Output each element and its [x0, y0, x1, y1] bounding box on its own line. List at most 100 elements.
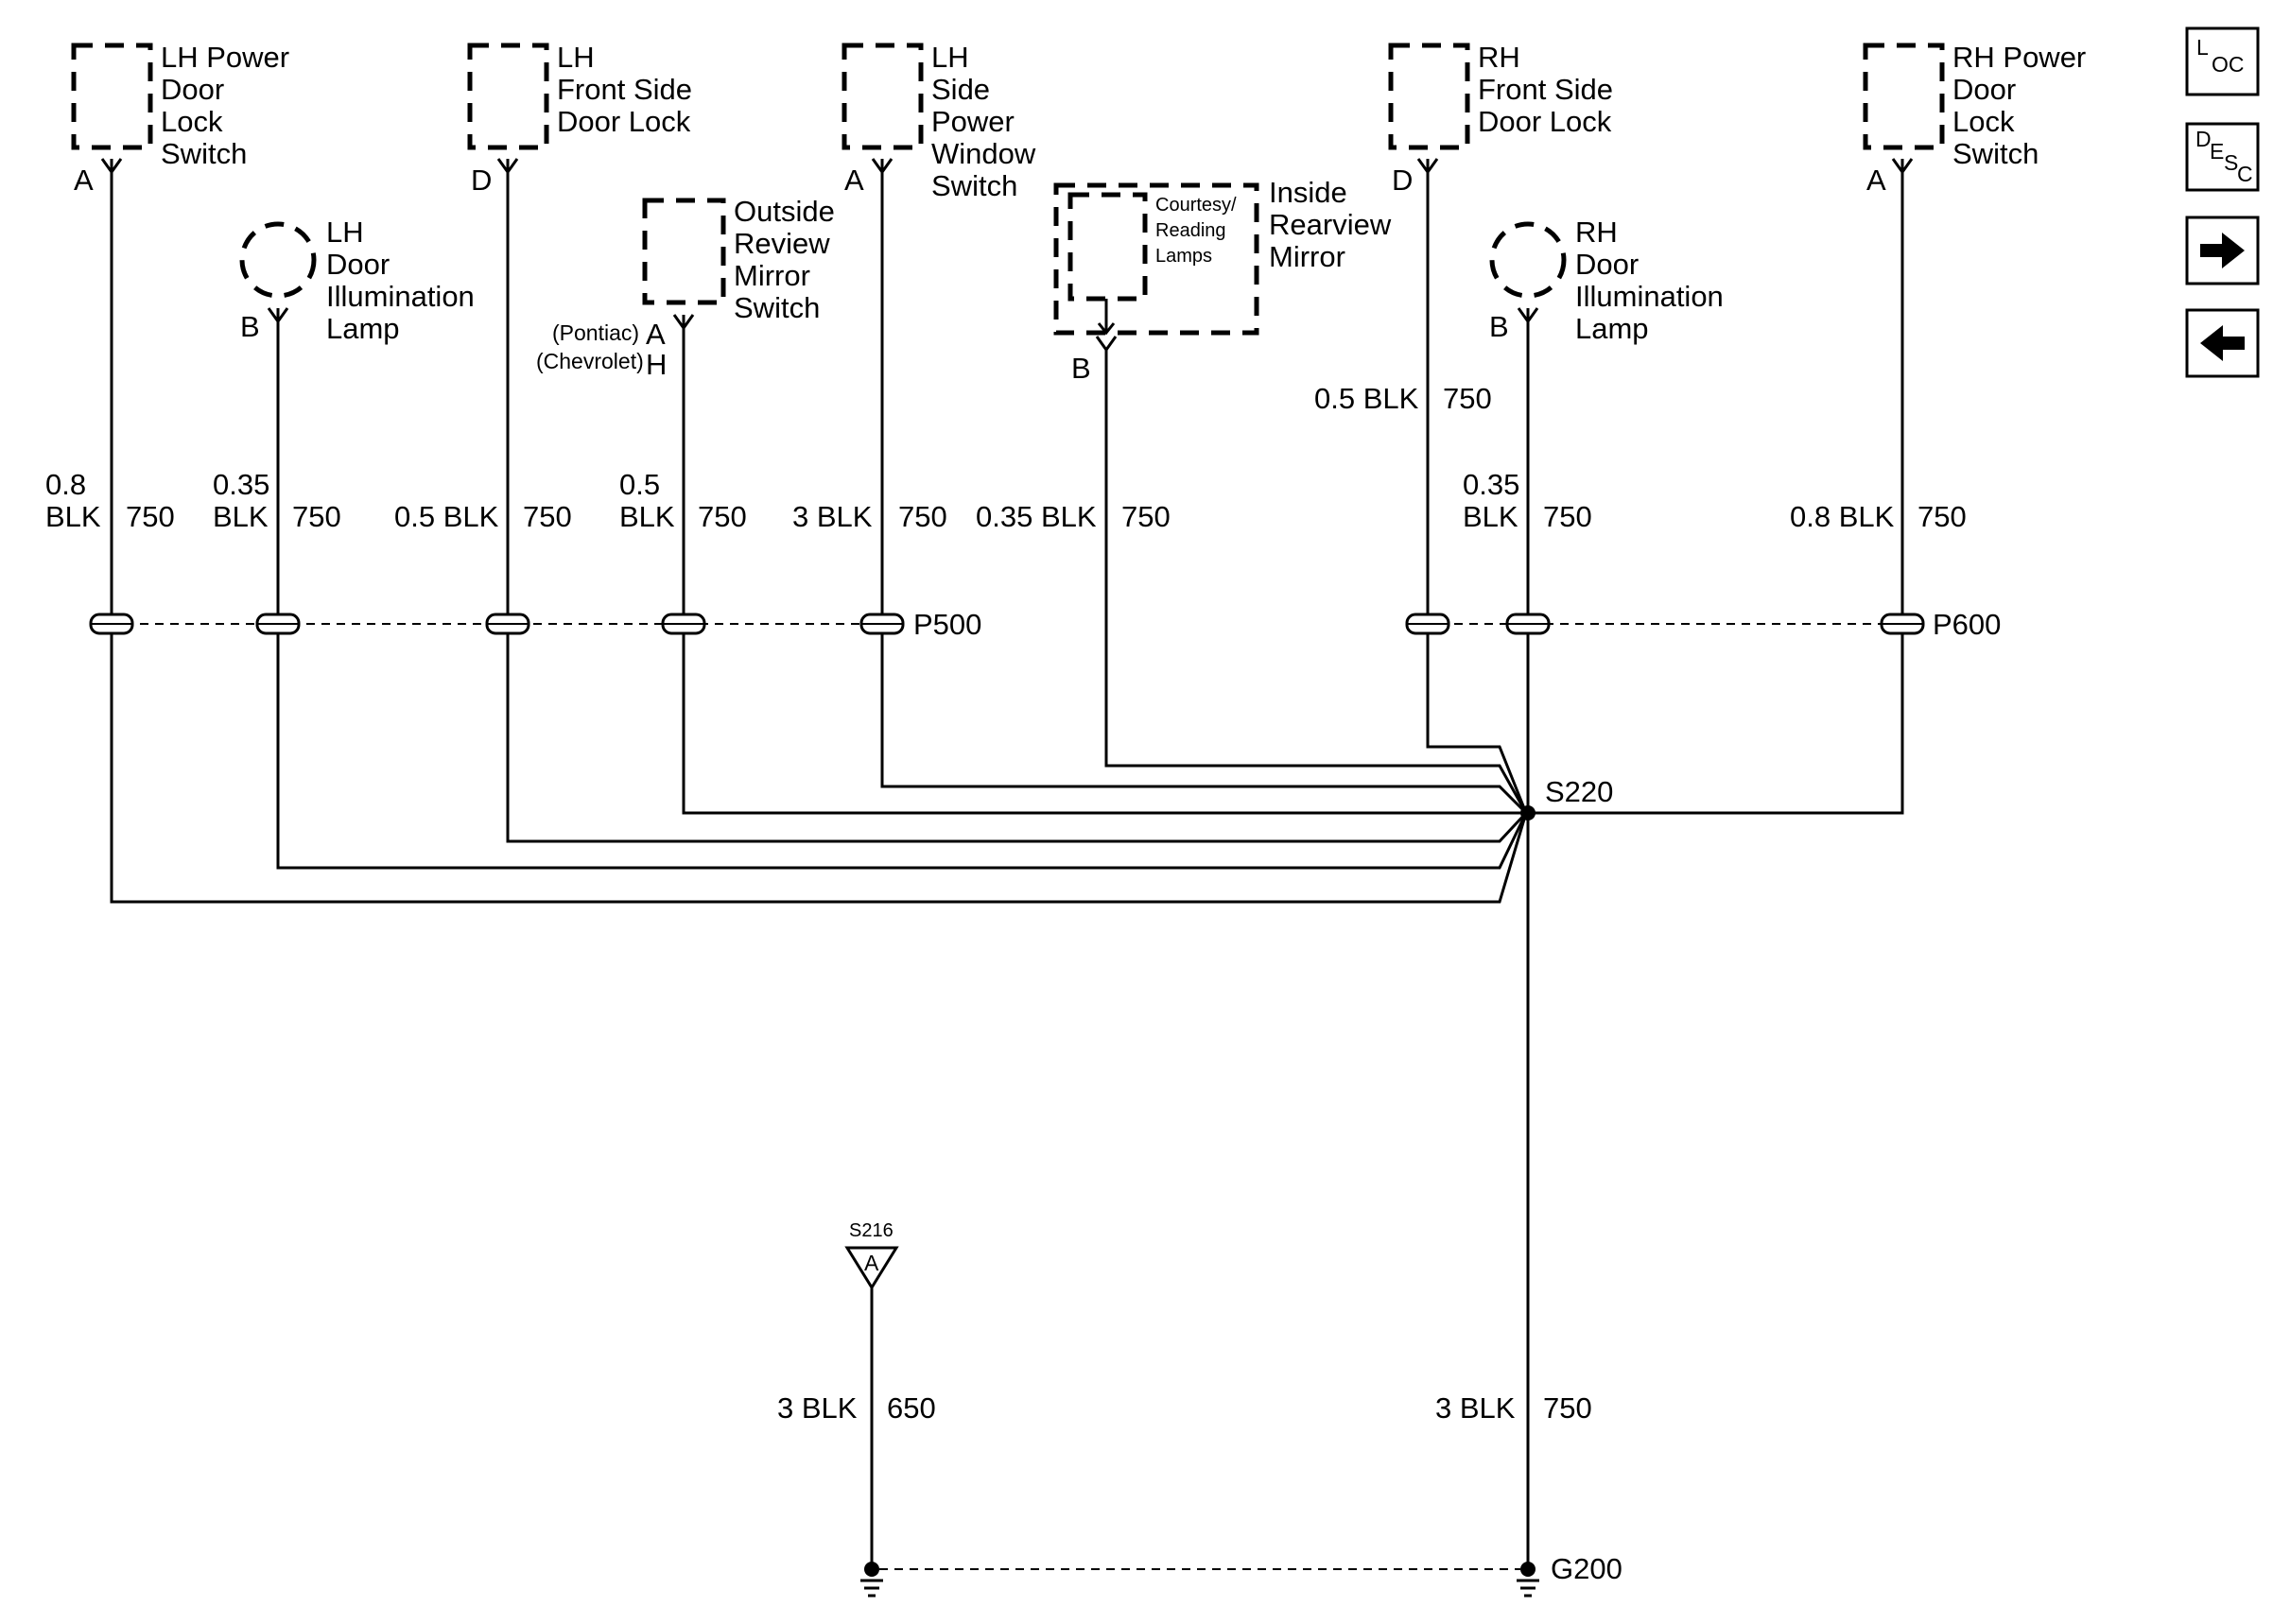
svg-text:Inside: Inside	[1269, 176, 1347, 209]
svg-text:Window: Window	[931, 137, 1036, 170]
svg-text:Door Lock: Door Lock	[1478, 105, 1612, 138]
svg-text:C: C	[2237, 162, 2253, 186]
svg-text:0.8 BLK: 0.8 BLK	[1790, 500, 1895, 533]
svg-text:Mirror: Mirror	[734, 259, 810, 292]
wire-w6	[1104, 350, 1528, 814]
next-page-button[interactable]	[2185, 216, 2260, 285]
splice-label: S220	[1545, 775, 1613, 808]
connector-p600: P600	[1405, 608, 2001, 641]
svg-text:E: E	[2210, 139, 2224, 164]
svg-text:Courtesy/: Courtesy/	[1155, 195, 1237, 216]
pin-label: B	[1071, 352, 1091, 385]
svg-text:BLK: BLK	[45, 500, 101, 533]
ground-g200: G200	[860, 1552, 1622, 1598]
connector-label: P600	[1933, 608, 2001, 641]
wire-w4	[682, 315, 1526, 815]
svg-text:Door: Door	[1575, 248, 1639, 281]
lh-door-illumination-lamp: LH Door Illumination Lamp B	[239, 216, 475, 345]
wire-labels: 0.8 BLK 750 0.35 BLK 750 0.5 BLK 750 0.5…	[45, 382, 1967, 1425]
svg-text:0.35: 0.35	[213, 468, 269, 501]
svg-text:S: S	[2224, 150, 2238, 175]
svg-text:BLK: BLK	[1463, 500, 1518, 533]
rh-door-illumination-lamp: RH Door Illumination Lamp B	[1489, 216, 1724, 345]
svg-text:0.5: 0.5	[619, 468, 660, 501]
svg-text:Switch: Switch	[931, 169, 1017, 202]
left-arrow-icon	[2200, 325, 2245, 361]
svg-text:750: 750	[1917, 500, 1967, 533]
location-button[interactable]: L OC	[2185, 26, 2260, 96]
svg-text:L: L	[2196, 35, 2209, 60]
splice-label: S216	[849, 1220, 894, 1241]
description-button[interactable]: D E S C	[2185, 122, 2260, 192]
svg-text:Lamps: Lamps	[1155, 246, 1212, 267]
svg-text:BLK: BLK	[619, 500, 675, 533]
svg-text:750: 750	[292, 500, 341, 533]
svg-text:3 BLK: 3 BLK	[777, 1391, 858, 1425]
svg-text:Mirror: Mirror	[1269, 240, 1345, 273]
svg-text:0.35 BLK: 0.35 BLK	[976, 500, 1097, 533]
variant-label: (Pontiac)	[552, 320, 639, 345]
svg-text:LH: LH	[557, 41, 595, 74]
svg-text:BLK: BLK	[213, 500, 269, 533]
svg-text:Review: Review	[734, 227, 830, 260]
rh-power-door-lock-switch: RH Power Door Lock Switch A	[1863, 41, 2086, 197]
pin-label: B	[1489, 310, 1509, 343]
wire-w9	[1528, 159, 1904, 815]
svg-text:Rearview: Rearview	[1269, 208, 1392, 241]
svg-text:750: 750	[1543, 1391, 1592, 1425]
svg-text:OC: OC	[2212, 52, 2245, 77]
wire-w1	[110, 159, 1528, 904]
wire-w2	[276, 308, 1528, 870]
svg-text:Door: Door	[326, 248, 390, 281]
splice-pack-s216: S216 A	[844, 1220, 899, 1290]
svg-text:750: 750	[898, 500, 947, 533]
splice-pin-label: A	[864, 1251, 879, 1275]
svg-text:LH Power: LH Power	[161, 41, 289, 74]
previous-page-button[interactable]	[2185, 308, 2260, 378]
svg-text:Switch: Switch	[734, 291, 820, 324]
svg-text:Side: Side	[931, 73, 990, 106]
svg-text:Front Side: Front Side	[557, 73, 692, 106]
svg-text:3 BLK: 3 BLK	[792, 500, 873, 533]
variant-label: (Chevrolet)	[536, 349, 644, 373]
svg-text:750: 750	[1543, 500, 1592, 533]
pin-label: H	[646, 348, 667, 381]
splice-s220: S220	[1520, 775, 1613, 821]
lh-side-power-window-switch: LH Side Power Window Switch A	[842, 41, 1036, 202]
pin-label: A	[74, 164, 94, 197]
svg-text:3 BLK: 3 BLK	[1435, 1391, 1516, 1425]
outside-review-mirror-switch: Outside Review Mirror Switch (Pontiac) A…	[536, 195, 835, 381]
svg-text:Lock: Lock	[1952, 105, 2015, 138]
lh-power-door-lock-switch: LH Power Door Lock Switch A	[71, 41, 289, 197]
wire-w5	[880, 159, 1528, 815]
svg-text:Lamp: Lamp	[326, 312, 400, 345]
svg-text:Illumination: Illumination	[326, 280, 475, 313]
lamp-internal-arrow	[1097, 322, 1116, 336]
svg-text:RH: RH	[1575, 216, 1618, 249]
svg-text:Door: Door	[161, 73, 224, 106]
svg-text:Reading: Reading	[1155, 220, 1226, 241]
svg-text:Switch: Switch	[161, 137, 247, 170]
pin-label: B	[240, 310, 260, 343]
connector-label: P500	[913, 608, 981, 641]
svg-text:RH Power: RH Power	[1952, 41, 2086, 74]
svg-text:Lamp: Lamp	[1575, 312, 1649, 345]
svg-text:750: 750	[1443, 382, 1492, 415]
lh-front-side-door-lock: LH Front Side Door Lock D	[467, 41, 692, 197]
svg-text:750: 750	[126, 500, 175, 533]
ground-label: G200	[1551, 1552, 1622, 1585]
svg-text:Lock: Lock	[161, 105, 223, 138]
inside-rearview-mirror: Courtesy/ Reading Lamps Inside Rearview …	[1053, 176, 1392, 385]
wire-w7	[1426, 159, 1528, 814]
svg-text:0.5 BLK: 0.5 BLK	[1314, 382, 1419, 415]
svg-text:0.5 BLK: 0.5 BLK	[394, 500, 499, 533]
svg-text:0.8: 0.8	[45, 468, 86, 501]
pin-label: D	[471, 164, 492, 197]
pin-label: D	[1392, 164, 1413, 197]
wires	[110, 159, 1904, 1569]
svg-text:D: D	[2195, 127, 2212, 151]
svg-text:Switch: Switch	[1952, 137, 2039, 170]
pin-label: A	[646, 318, 666, 351]
pin-label: A	[1866, 164, 1886, 197]
svg-text:750: 750	[523, 500, 572, 533]
